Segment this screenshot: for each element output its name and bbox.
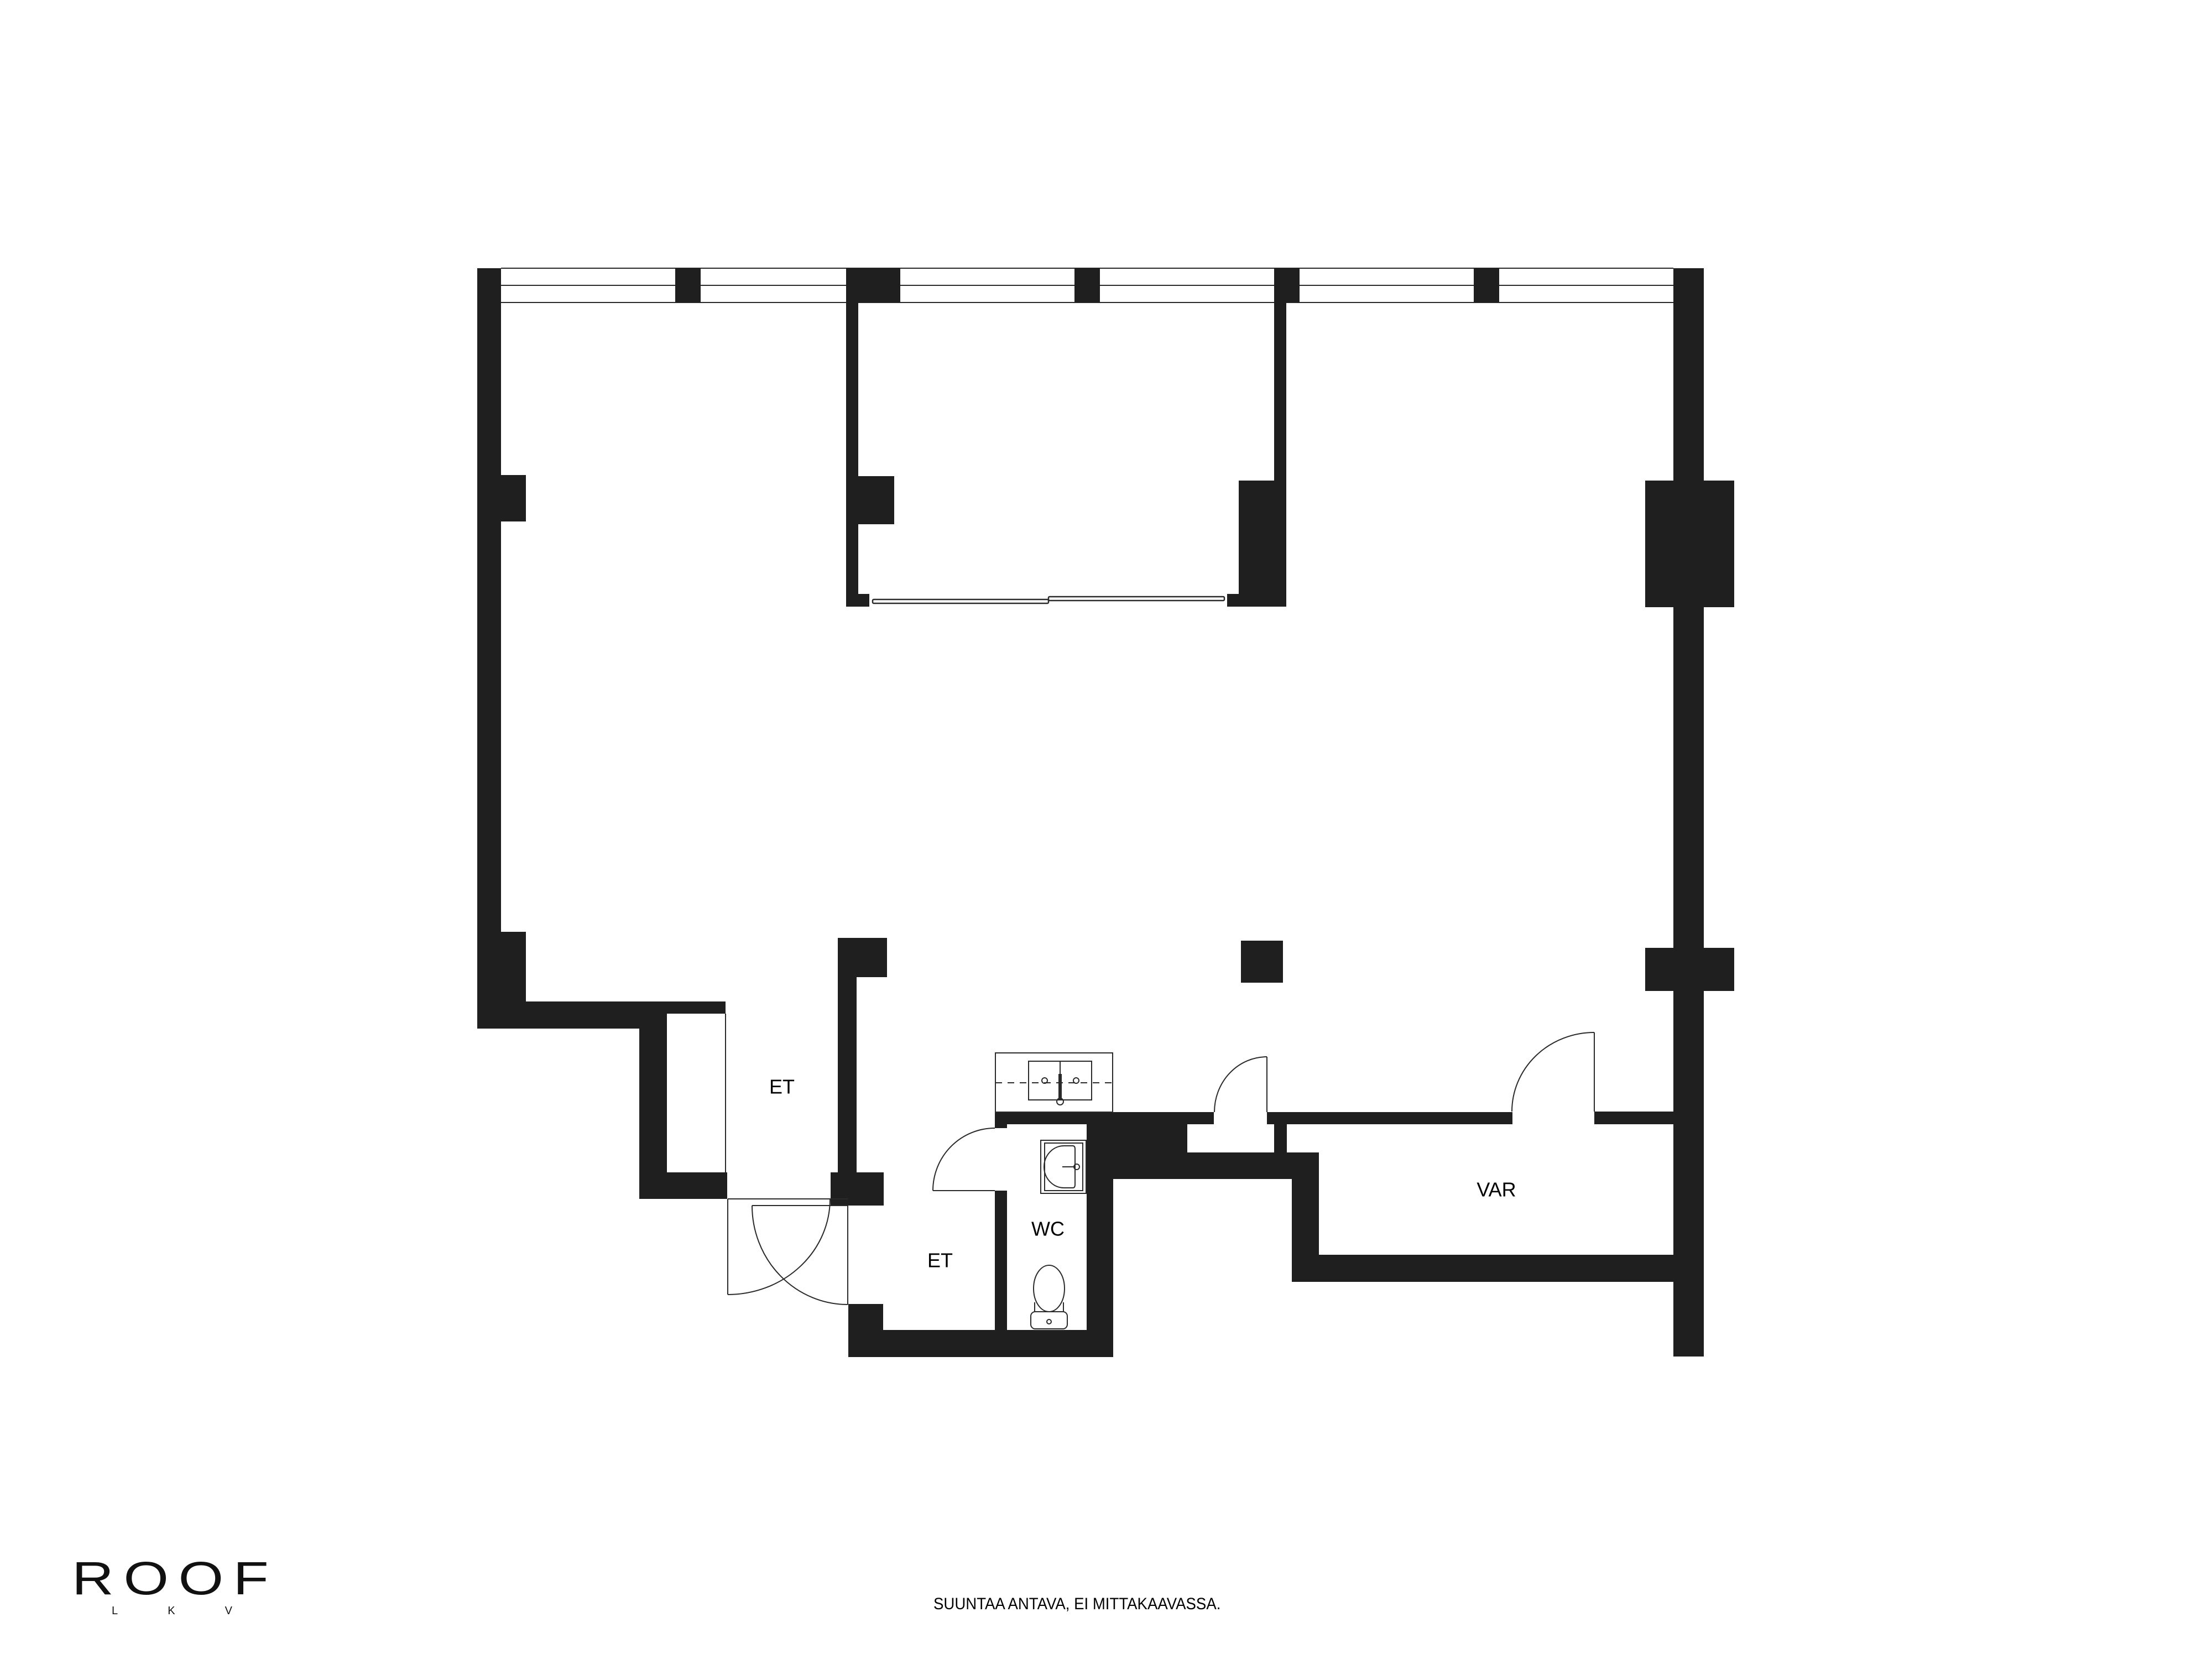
room-label-var: VAR (1477, 1178, 1516, 1201)
room-label-et-lower: ET (927, 1249, 953, 1272)
logo-wordmark: ROOF (72, 1552, 279, 1604)
kitchen-sink-icon (995, 1052, 1113, 1113)
entry-door[interactable] (727, 1198, 848, 1305)
logo-sub-letter: K (168, 1605, 176, 1617)
logo-sub-letter: L (112, 1605, 119, 1617)
logo-sub-letter: V (225, 1605, 233, 1617)
wc-sink-icon (1040, 1140, 1087, 1194)
wc-door[interactable] (932, 1128, 995, 1191)
room-label-wc: WC (1031, 1218, 1065, 1240)
disclaimer-note: SUUNTAA ANTAVA, EI MITTAKAAVASSA. (933, 1595, 1221, 1613)
closet-door[interactable] (1214, 1056, 1267, 1113)
var-door[interactable] (1511, 1032, 1595, 1112)
sliding-door[interactable] (872, 596, 1225, 604)
walls (477, 268, 1734, 1357)
toilet-icon (1030, 1265, 1068, 1329)
roof-lkv-logo: ROOF L K V (72, 1555, 282, 1618)
room-label-et-upper: ET (769, 1076, 795, 1098)
logo-subtitle: L K V (112, 1605, 233, 1618)
